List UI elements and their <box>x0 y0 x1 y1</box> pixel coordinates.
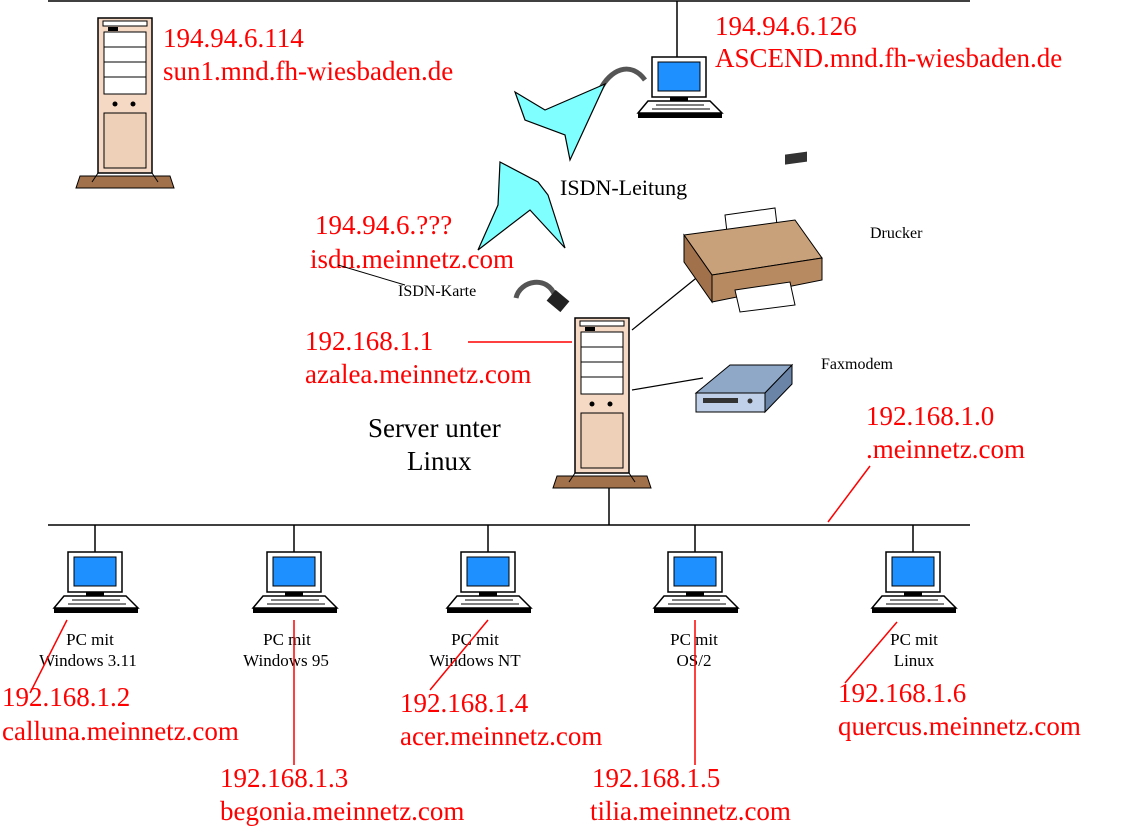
client-host: acer.meinnetz.com <box>400 721 602 751</box>
client-host: calluna.meinnetz.com <box>2 716 239 746</box>
server-caption-line2: Linux <box>407 446 472 476</box>
client-os-line2: Windows 3.11 <box>39 651 137 670</box>
client-os-line1: PC mit <box>670 630 718 649</box>
server-host: azalea.meinnetz.com <box>305 359 531 389</box>
ascend-pc-icon[interactable] <box>637 56 723 119</box>
subnet-ip: 192.168.1.0 <box>866 401 994 431</box>
client-os-line1: PC mit <box>263 630 311 649</box>
ascend-cable <box>597 66 647 92</box>
isdn-line-label: ISDN-Leitung <box>560 175 687 200</box>
server-ip: 192.168.1.1 <box>305 326 433 356</box>
printer-cable <box>631 274 701 331</box>
isdn-line-icon <box>477 82 607 251</box>
client-pointer <box>844 621 898 684</box>
faxmodem-icon[interactable] <box>694 363 794 414</box>
isdn-card-pointer <box>337 264 406 286</box>
client-ip: 192.168.1.3 <box>220 763 348 793</box>
isdn-card-label: ISDN-Karte <box>398 283 476 300</box>
faxmodem-label: Faxmodem <box>821 356 894 373</box>
client-pc-icon[interactable] <box>446 551 532 614</box>
client-os-line1: PC mit <box>451 630 499 649</box>
sun1-ip: 194.94.6.114 <box>163 23 304 53</box>
printer-label: Drucker <box>870 225 923 242</box>
faxmodem-cable <box>631 377 704 391</box>
client-os-line2: OS/2 <box>677 651 712 670</box>
client-os-line2: Windows NT <box>429 651 521 670</box>
subnet-pointer <box>827 465 871 523</box>
isdn-card-connector-icon <box>513 279 570 313</box>
client-pc-icon[interactable] <box>871 551 957 614</box>
client-os-line2: Windows 95 <box>243 651 329 670</box>
ascend-ip: 194.94.6.126 <box>715 11 857 41</box>
client-host: begonia.meinnetz.com <box>220 796 464 826</box>
sun1-server-icon[interactable] <box>75 17 175 189</box>
sun1-host: sun1.mnd.fh-wiesbaden.de <box>163 56 453 86</box>
client-os-line2: Linux <box>894 651 935 670</box>
isdn-host: isdn.meinnetz.com <box>310 244 514 274</box>
client-os-line1: PC mit <box>890 630 938 649</box>
server-caption-line1: Server unter <box>368 413 501 443</box>
client-host: quercus.meinnetz.com <box>838 711 1081 741</box>
linux-server-icon[interactable] <box>552 317 652 489</box>
client-pointer <box>29 619 68 694</box>
client-pc-icon[interactable] <box>53 551 139 614</box>
printer-icon[interactable] <box>683 151 823 313</box>
client-ip: 192.168.1.6 <box>838 678 966 708</box>
client-pointer <box>429 619 489 691</box>
isdn-ip: 194.94.6.??? <box>315 210 452 240</box>
client-host: tilia.meinnetz.com <box>590 796 791 826</box>
client-pc-icon[interactable] <box>252 551 338 614</box>
client-ip: 192.168.1.4 <box>400 688 529 718</box>
ascend-host: ASCEND.mnd.fh-wiesbaden.de <box>715 43 1062 73</box>
client-os-line1: PC mit <box>66 630 114 649</box>
client-ip: 192.168.1.5 <box>592 763 720 793</box>
client-ip: 192.168.1.2 <box>2 682 130 712</box>
subnet-domain: .meinnetz.com <box>866 434 1025 464</box>
client-pc-icon[interactable] <box>653 551 739 614</box>
